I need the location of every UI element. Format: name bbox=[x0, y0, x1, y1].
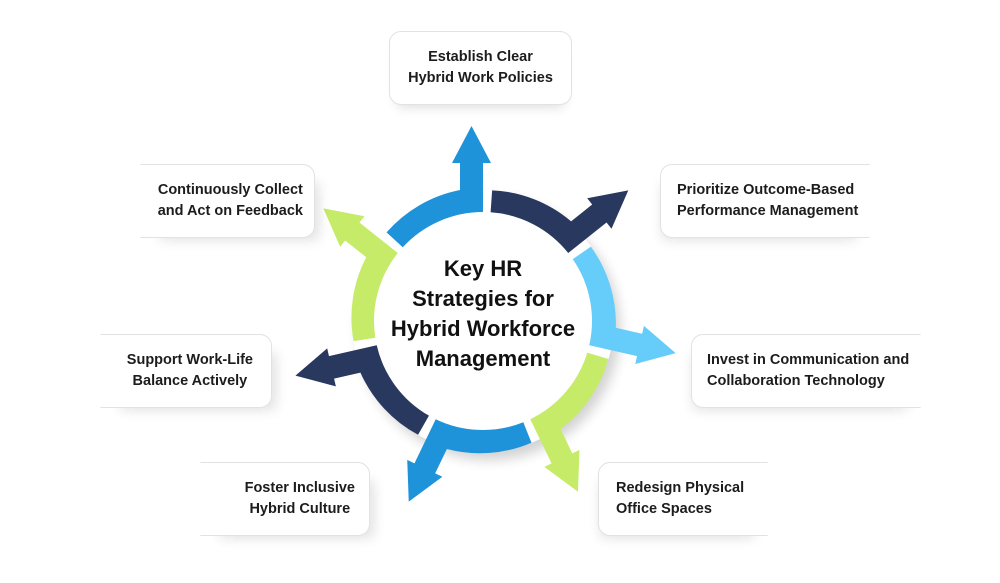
strategy-label: Redesign Physical Office Spaces bbox=[616, 480, 745, 517]
arrow-segment-lower-left bbox=[407, 419, 532, 502]
diagram-title: Key HR Strategies for Hybrid Workforce M… bbox=[390, 256, 576, 371]
strategy-label: Support Work-Life Balance Actively bbox=[126, 352, 253, 389]
strategy-label: Foster Inclusive Hybrid Culture bbox=[244, 480, 355, 517]
arrow-segment-upper-right bbox=[490, 190, 629, 254]
strategy-label: Invest in Communication and Collaboratio… bbox=[707, 352, 910, 389]
strategy-label: Establish Clear Hybrid Work Policies bbox=[408, 49, 553, 86]
arrow-segment-right bbox=[572, 246, 676, 364]
strategy-card-upper-left: Continuously Collect and Act on Feedback bbox=[140, 164, 315, 238]
strategy-card-right: Invest in Communication and Collaboratio… bbox=[691, 334, 921, 408]
ring-segments bbox=[295, 126, 676, 502]
arrow-segment-upper-left bbox=[323, 208, 398, 342]
strategy-card-left: Support Work-Life Balance Actively bbox=[100, 334, 272, 408]
strategy-card-upper-right: Prioritize Outcome-Based Performance Man… bbox=[660, 164, 870, 238]
strategy-card-top: Establish Clear Hybrid Work Policies bbox=[389, 31, 572, 105]
arrow-segment-top bbox=[386, 126, 491, 248]
strategy-label: Prioritize Outcome-Based Performance Man… bbox=[677, 182, 859, 219]
arrow-segment-left bbox=[295, 345, 429, 435]
strategy-label: Continuously Collect and Act on Feedback bbox=[157, 182, 303, 219]
strategy-card-lower-left: Foster Inclusive Hybrid Culture bbox=[200, 462, 370, 536]
ring-shadow bbox=[352, 190, 614, 452]
arrow-segment-lower-right bbox=[530, 352, 609, 492]
strategy-card-lower-right: Redesign Physical Office Spaces bbox=[598, 462, 768, 536]
